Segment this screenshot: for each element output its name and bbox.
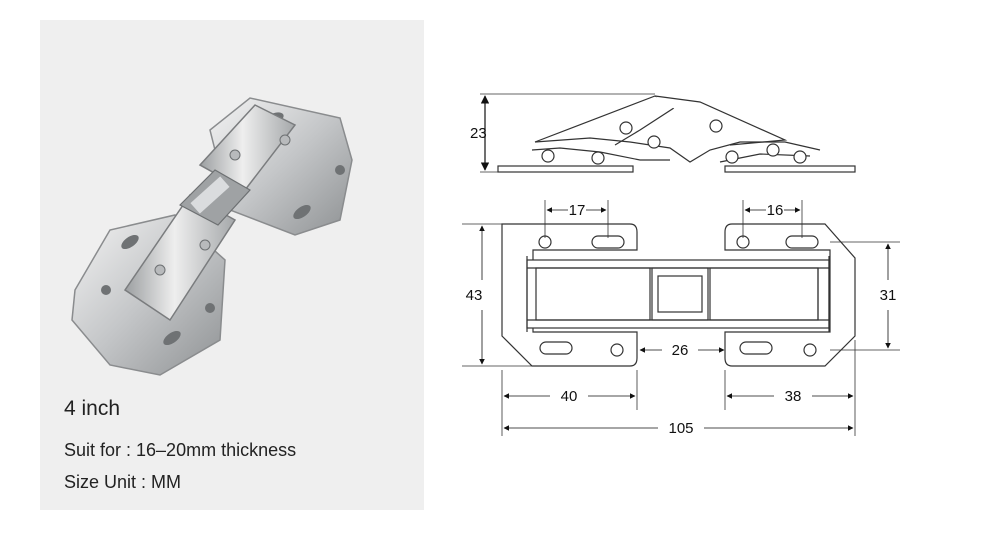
thickness-label: Suit for : 16–20mm thickness [64,440,297,460]
dim-plate-height: 43 [466,287,483,304]
hinge-photo [71,97,353,376]
dim-left-plate-width: 40 [561,388,578,405]
product-photo-panel: 4 inch Suit for : 16–20mm thickness Size… [40,20,424,510]
dimension-drawing: 23 17 16 43 31 26 40 38 105 [462,93,900,437]
dim-hole-spacing-left: 17 [569,202,586,219]
side-view [480,93,856,173]
hinge-arm-lower [123,194,237,322]
dim-right-plate-width: 38 [785,388,802,405]
dim-overall-length: 105 [668,420,693,437]
dim-gap: 26 [672,342,689,359]
dim-arm-height: 31 [880,287,897,304]
dim-hole-spacing-right: 16 [767,202,784,219]
unit-label: Size Unit : MM [64,472,182,492]
dim-side-height: 23 [470,125,487,142]
size-label: 4 inch [64,397,121,420]
top-view [501,223,856,367]
hinge-body [526,259,830,329]
